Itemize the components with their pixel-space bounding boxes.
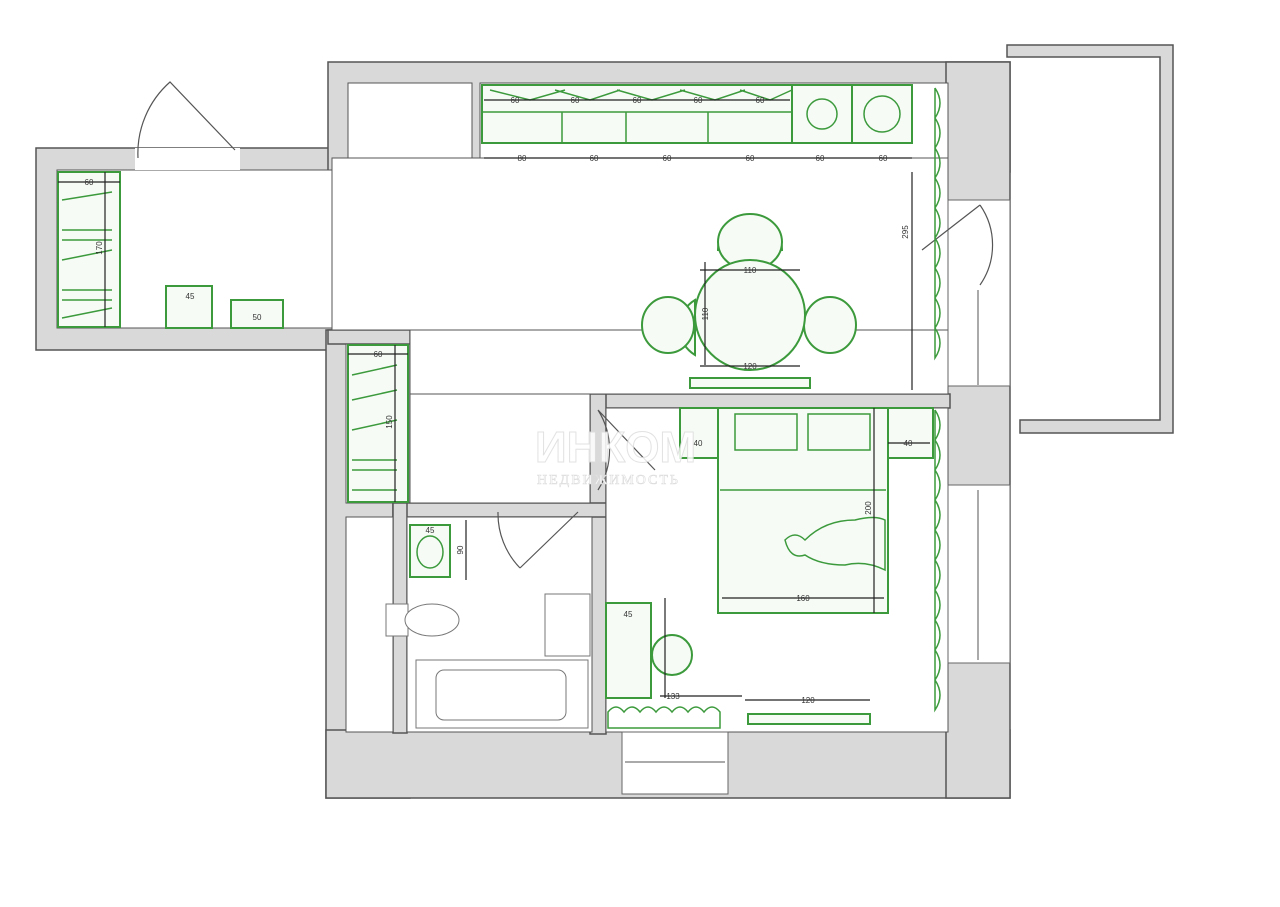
dim-label: 60 — [879, 154, 888, 163]
dining-table: 110 110 120 — [641, 213, 857, 389]
dim-label: 90 — [456, 545, 465, 554]
watermark-subtitle: НЕДВИЖИМОСТЬ — [537, 473, 680, 488]
curtain-bedroom — [934, 409, 941, 713]
dim-label: 60 — [511, 96, 520, 105]
dim-label: 40 — [694, 439, 703, 448]
window-bedroom — [947, 484, 1011, 664]
dresser: 120 — [745, 696, 871, 725]
desk: 45 133 — [605, 598, 742, 729]
bathroom-fixtures: 45 90 — [385, 520, 591, 729]
dim-label: 60 — [590, 154, 599, 163]
dim-label: 60 — [663, 154, 672, 163]
dim-label: 110 — [744, 266, 757, 275]
balcony-door — [921, 204, 994, 286]
kitchen-cabinets — [481, 84, 913, 159]
dim-label: 160 — [796, 594, 810, 603]
dim-label: 40 — [904, 439, 913, 448]
bed: 200 160 40 40 — [679, 407, 934, 614]
dim-label: 80 — [518, 154, 527, 163]
dim-label: 150 — [385, 415, 394, 429]
dim-label: 120 — [801, 696, 815, 705]
watermark: ИНКОМ НЕДВИЖИМОСТЬ — [535, 423, 697, 489]
dim-label: 120 — [743, 362, 757, 371]
curtain-kitchen — [934, 87, 941, 361]
dim-label: 110 — [701, 307, 710, 320]
dim-label: 60 — [694, 96, 703, 105]
dim-label: 60 — [374, 350, 383, 359]
dim-label: 60 — [816, 154, 825, 163]
corridor-wardrobe: 60 150 — [347, 344, 409, 503]
balcony — [1006, 44, 1174, 434]
dim-label: 45 — [426, 526, 435, 535]
watermark-brand: ИНКОМ — [535, 423, 696, 472]
dim-label: 133 — [666, 692, 680, 701]
dim-label: 60 — [746, 154, 755, 163]
pouf: 45 — [165, 285, 213, 329]
dim-label: 50 — [253, 313, 262, 322]
bathroom-door — [497, 511, 579, 569]
hall-wardrobe: 60 170 — [57, 171, 121, 328]
bedroom-door — [597, 409, 656, 491]
bench: 50 — [230, 299, 284, 329]
dim-label: 60 — [756, 96, 765, 105]
dim-label: 60 — [85, 178, 94, 187]
entrance-door — [135, 81, 240, 170]
dim-label: 295 — [901, 225, 910, 239]
kitchen-dims: 60 60 60 60 60 80 60 60 60 60 60 295 — [511, 96, 913, 390]
dim-label: 60 — [571, 96, 580, 105]
window-bedroom-bottom — [621, 731, 729, 795]
dim-label: 170 — [95, 241, 104, 255]
dim-label: 60 — [633, 96, 642, 105]
window-kitchen — [947, 199, 1011, 387]
dim-label: 45 — [186, 292, 195, 301]
dim-label: 45 — [624, 610, 633, 619]
dim-label: 200 — [864, 501, 873, 515]
